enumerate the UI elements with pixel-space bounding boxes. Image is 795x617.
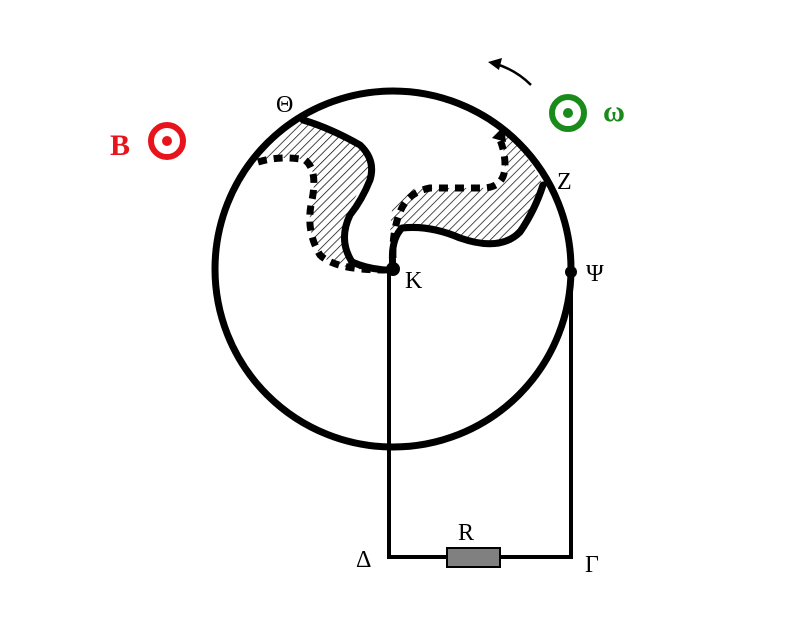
curved-arrow-icon <box>495 62 532 86</box>
label-b: B <box>110 129 130 162</box>
label-delta: Δ <box>356 547 371 573</box>
circuit-wire-right <box>500 272 573 559</box>
b-out-of-page-icon <box>148 122 186 160</box>
omega-out-of-page-icon <box>549 94 587 132</box>
omega-dot <box>563 108 573 118</box>
label-gamma: Γ <box>585 552 599 578</box>
label-omega: ω <box>603 95 625 128</box>
resistor <box>446 547 501 568</box>
label-theta: Θ <box>276 92 293 118</box>
arrow-tip-right <box>492 126 506 142</box>
label-z: Z <box>557 169 572 195</box>
label-k: K <box>405 268 423 294</box>
boundary-curve-theta <box>299 116 394 274</box>
curved-arrow-head <box>488 58 502 70</box>
dashed-curve-left <box>257 154 386 274</box>
label-psi: Ψ <box>586 261 604 287</box>
b-dot <box>162 136 172 146</box>
circuit-wire <box>387 269 447 559</box>
hatched-region-left <box>258 120 390 271</box>
hatched-region-right <box>390 130 543 268</box>
label-r: R <box>458 520 474 546</box>
dashed-curve-right <box>389 133 509 259</box>
